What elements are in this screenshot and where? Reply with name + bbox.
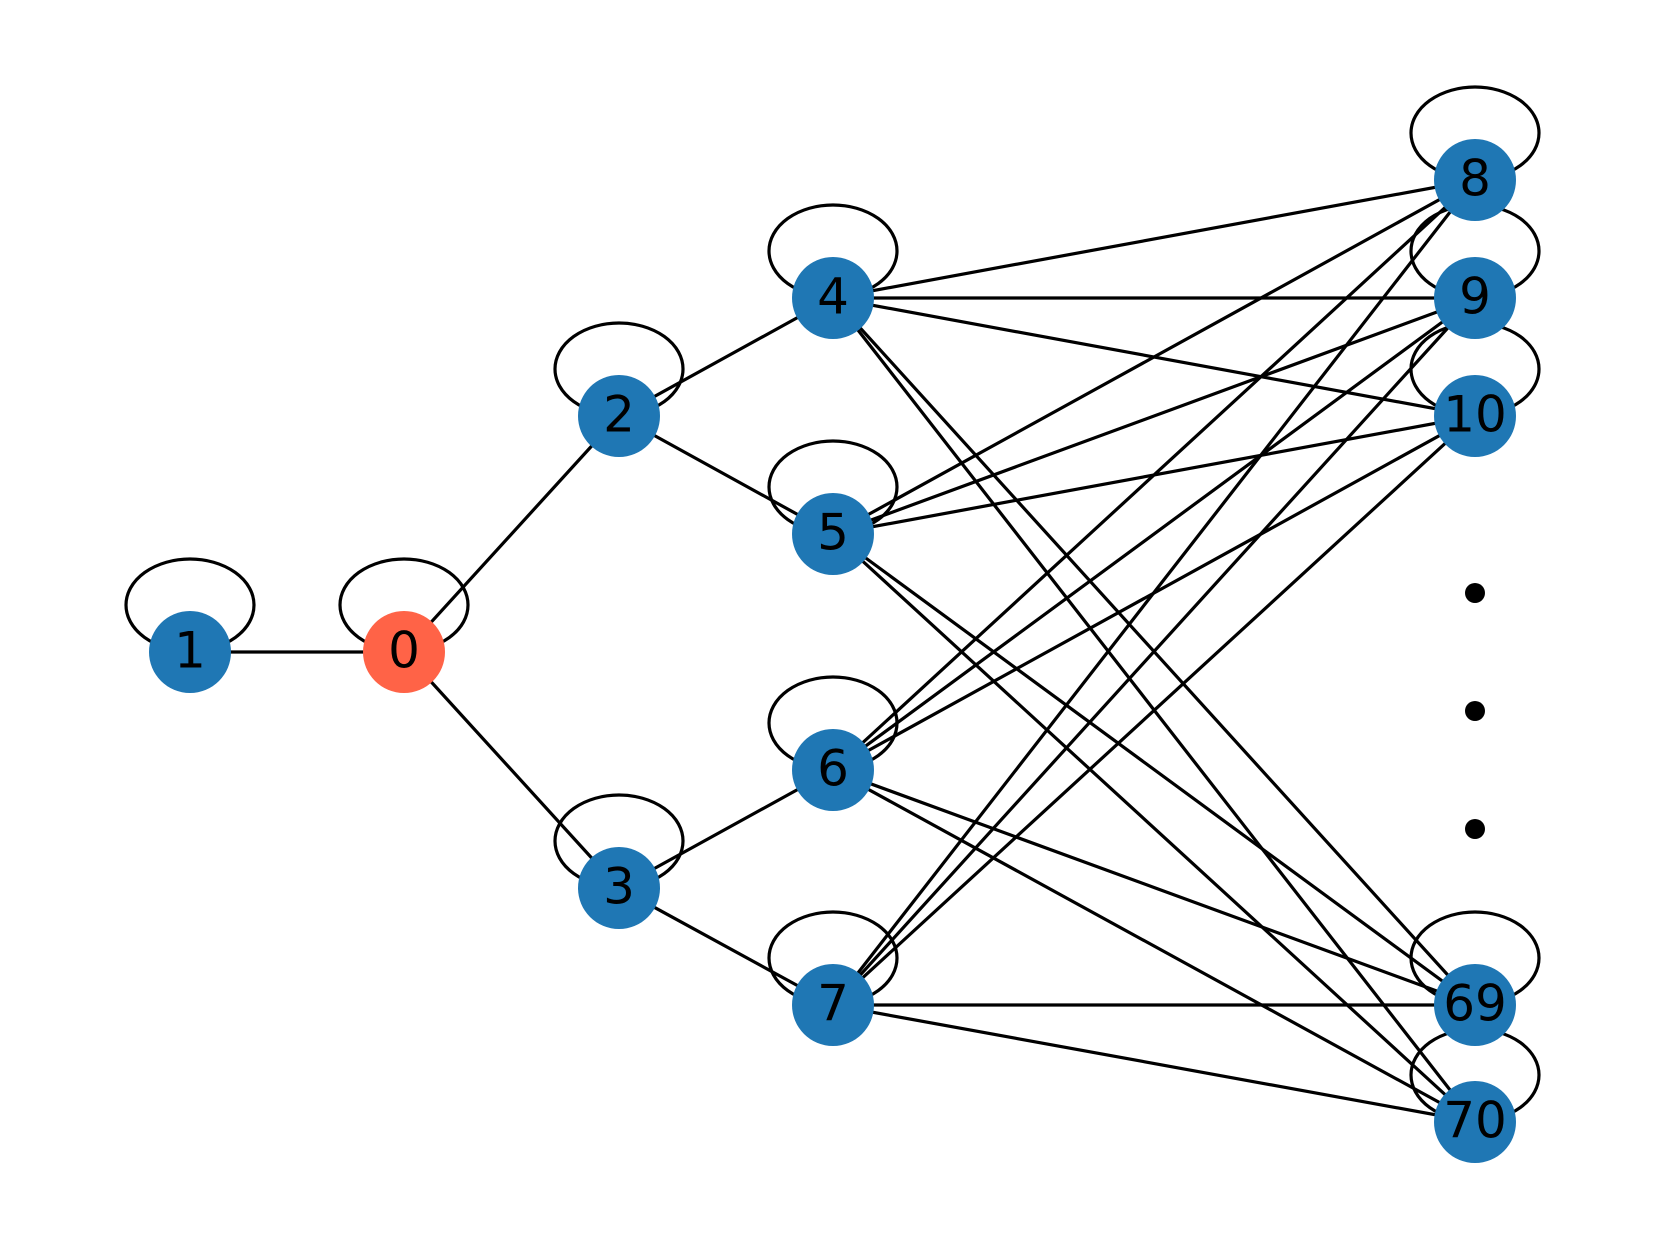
edge-7-10 [831,414,1477,1007]
node-circle-7 [792,964,874,1046]
edge-6-69 [832,768,1476,1007]
node-69: 69 [1434,964,1516,1046]
edge-7-9 [831,296,1477,1007]
edge-7-70 [832,1003,1476,1124]
node-6: 6 [792,729,874,811]
node-circle-6 [792,729,874,811]
node-7: 7 [792,964,874,1046]
node-0: 0 [363,611,445,693]
node-label-8: 8 [1459,150,1491,208]
ellipsis-dot [1465,583,1485,603]
node-circle-69 [1434,964,1516,1046]
edge-5-69 [832,532,1476,1007]
node-label-2: 2 [603,386,635,444]
node-label-6: 6 [817,740,849,798]
node-label-70: 70 [1443,1092,1507,1150]
node-circle-0 [363,611,445,693]
edge-0-2 [402,414,621,654]
edge-4-8 [832,178,1476,300]
node-circle-2 [578,375,660,457]
node-label-10: 10 [1443,386,1507,444]
node-label-7: 7 [817,975,849,1033]
node-circle-8 [1434,139,1516,221]
node-5: 5 [792,493,874,575]
node-circle-5 [792,493,874,575]
ellipsis-dots [1465,583,1485,839]
edge-6-70 [832,768,1476,1124]
nodes-layer: 0 1 2 3 4 5 6 7 8 9 10 69 70 [149,139,1516,1163]
edge-6-8 [831,178,1477,772]
node-label-4: 4 [817,268,849,326]
node-9: 9 [1434,257,1516,339]
node-circle-70 [1434,1081,1516,1163]
ellipsis-dot [1465,819,1485,839]
node-3: 3 [578,847,660,929]
edge-7-8 [831,179,1477,1006]
node-label-9: 9 [1459,268,1491,326]
node-70: 70 [1434,1081,1516,1163]
node-label-0: 0 [388,622,420,680]
node-label-69: 69 [1443,975,1507,1033]
node-circle-3 [578,847,660,929]
node-circle-1 [149,611,231,693]
edge-5-70 [831,532,1477,1124]
node-label-5: 5 [817,504,849,562]
node-label-1: 1 [174,622,206,680]
node-label-3: 3 [603,858,635,916]
edge-0-3 [402,650,621,890]
edge-5-8 [832,178,1476,536]
ellipsis-dot [1465,701,1485,721]
node-4: 4 [792,257,874,339]
node-1: 1 [149,611,231,693]
node-8: 8 [1434,139,1516,221]
node-2: 2 [578,375,660,457]
edge-6-9 [832,296,1476,772]
edge-5-9 [832,296,1476,536]
node-circle-4 [792,257,874,339]
node-10: 10 [1434,375,1516,457]
node-circle-10 [1434,375,1516,457]
node-circle-9 [1434,257,1516,339]
